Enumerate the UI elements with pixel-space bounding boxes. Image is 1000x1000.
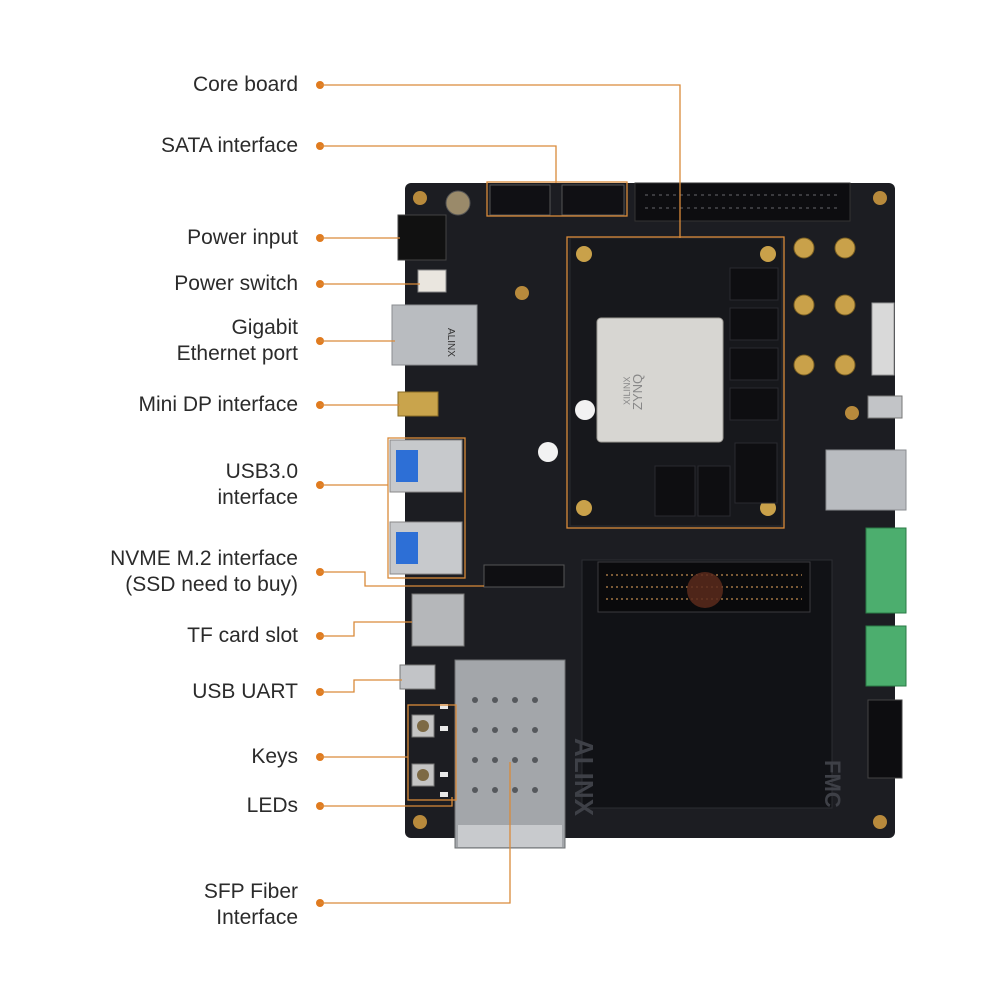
ethernet-port-left [391, 304, 478, 366]
label-core-board: Core board [192, 73, 298, 96]
usb3-port-2-tongue [396, 532, 418, 564]
label-usb3: USB3.0 interface [217, 460, 298, 509]
sata-connector-2 [561, 184, 625, 216]
usb3-port-1-tongue [396, 450, 418, 482]
label-power-input: Power input [187, 226, 298, 249]
board-brand-alinx: ALINX [569, 738, 599, 817]
label-sata-interface: SATA interface [161, 134, 298, 157]
label-power-switch: Power switch [174, 272, 298, 295]
power-knob [445, 190, 471, 216]
flat-cable-connector [871, 302, 895, 376]
green-terminal-1 [865, 527, 907, 614]
header-pins [645, 194, 840, 209]
top-header-connector [634, 182, 851, 222]
eth-brand-left: ALINX [445, 328, 456, 357]
label-mini-dp: Mini DP interface [138, 393, 298, 416]
key-1-cap [417, 720, 429, 732]
power-switch-body [417, 269, 447, 293]
chip-vendor-text: XILINX [622, 376, 632, 405]
chip-family-text: ZYNQ [630, 374, 645, 410]
mini-usb-right [867, 395, 903, 419]
label-nvme: NVME M.2 interface (SSD need to buy) [110, 547, 298, 596]
fmc-marker [687, 572, 723, 608]
label-leds: LEDs [246, 794, 298, 817]
usb-uart-port [399, 664, 436, 690]
nvme-slot [483, 564, 565, 588]
ethernet-port-right [825, 449, 907, 511]
board-brand-fmc: FMC [820, 760, 845, 808]
sma-connectors [793, 237, 856, 376]
label-gigabit-ethernet: Gigabit Ethernet port [176, 316, 298, 365]
power-jack [397, 214, 447, 261]
fpga-chip [596, 317, 724, 443]
sfp-front [458, 825, 562, 847]
sata-connector-1 [489, 184, 551, 216]
sfp-cage [454, 659, 566, 849]
mini-dp-port [397, 391, 439, 417]
green-terminal-2 [865, 625, 907, 687]
box-header-right [867, 699, 903, 779]
label-usb-uart: USB UART [192, 680, 298, 703]
label-tf-card: TF card slot [187, 624, 298, 647]
label-keys: Keys [251, 745, 298, 768]
down-arrow-icon-1 [575, 400, 595, 420]
label-sfp: SFP Fiber Interface [203, 880, 298, 929]
down-arrow-icon-2 [538, 442, 558, 462]
tf-card-slot [411, 593, 465, 647]
key-2-cap [417, 769, 429, 781]
ddr-chips [654, 267, 779, 517]
core-board-holes [576, 246, 776, 516]
